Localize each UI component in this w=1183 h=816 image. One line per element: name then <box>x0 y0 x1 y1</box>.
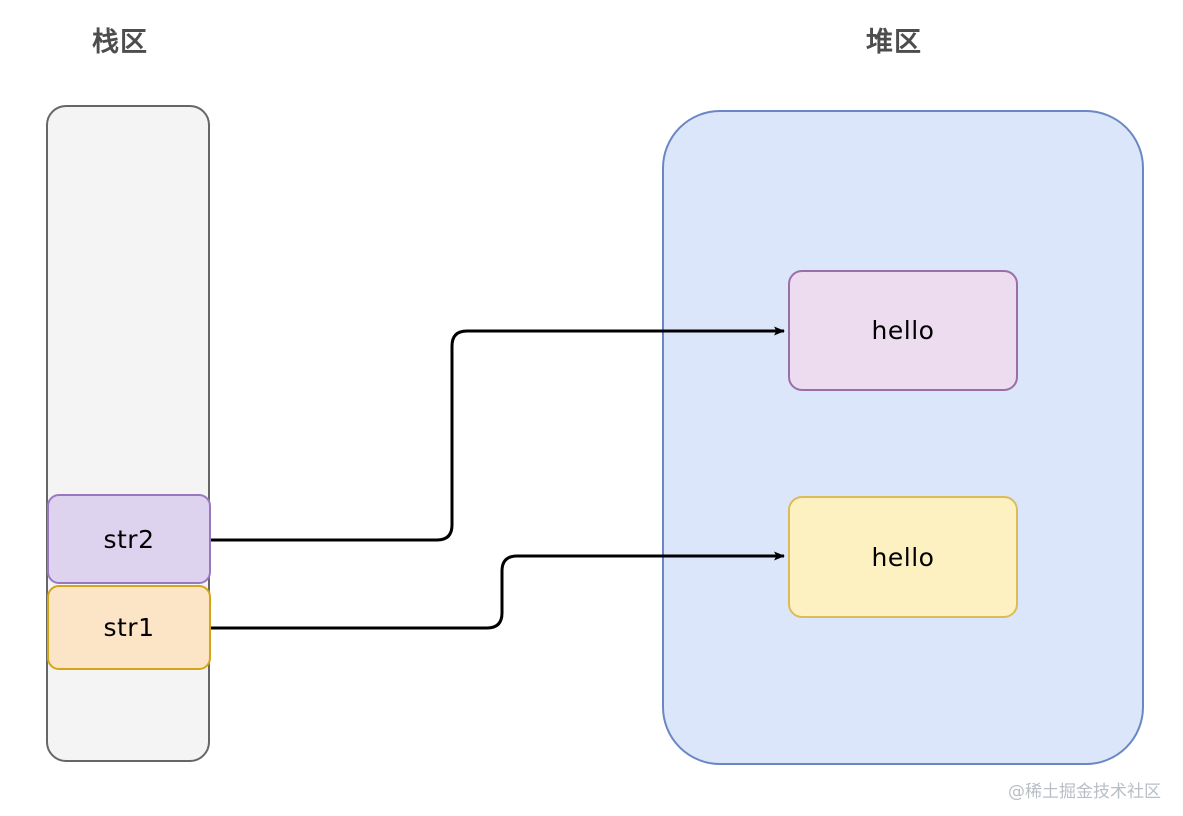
stack-frame-str1[interactable]: str1 <box>47 585 211 670</box>
heap-object-yellow-hello-label: hello <box>871 542 935 572</box>
heap-region-title: 堆区 <box>866 27 922 58</box>
heap-object-purple-hello[interactable]: hello <box>788 270 1018 391</box>
stack-frame-str1-label: str1 <box>103 613 155 642</box>
stack-region-title: 栈区 <box>92 27 148 58</box>
stack-frame-str2-label: str2 <box>103 524 155 554</box>
heap-object-yellow-hello[interactable]: hello <box>788 496 1018 618</box>
heap-object-purple-hello-label: hello <box>871 316 935 345</box>
watermark-text: @稀土掘金技术社区 <box>1008 782 1161 802</box>
stack-frame-str2[interactable]: str2 <box>47 494 211 584</box>
heap-region-container <box>662 110 1144 765</box>
